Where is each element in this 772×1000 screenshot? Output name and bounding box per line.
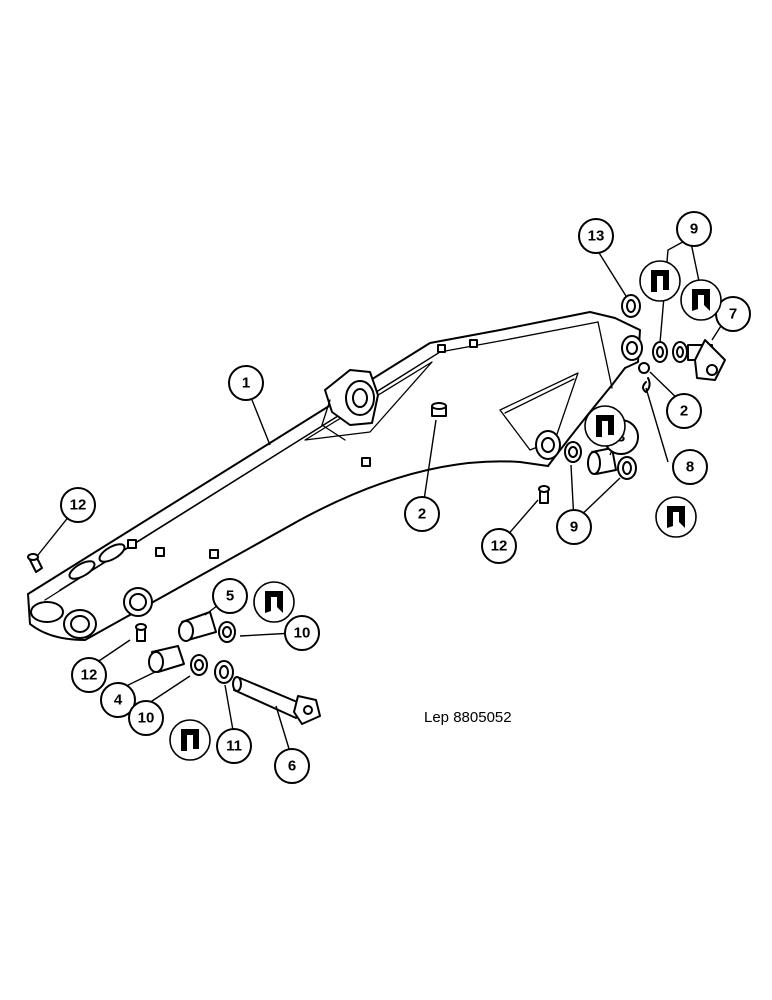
svg-text:13: 13 xyxy=(588,228,605,245)
callout-5: 5 xyxy=(212,578,248,614)
plug-2b xyxy=(638,362,650,374)
seal-orientation-icon xyxy=(169,719,211,761)
svg-text:10: 10 xyxy=(138,710,155,727)
bushing-4 xyxy=(148,645,185,673)
svg-text:4: 4 xyxy=(114,692,123,709)
pin-6 xyxy=(232,676,321,725)
svg-text:7: 7 xyxy=(729,306,737,323)
svg-text:9: 9 xyxy=(690,221,698,238)
svg-text:6: 6 xyxy=(288,758,296,775)
svg-text:9: 9 xyxy=(570,519,578,536)
seal-9-lower-left xyxy=(564,441,582,463)
callout-8: 8 xyxy=(672,449,708,485)
svg-text:12: 12 xyxy=(491,538,508,555)
callout-2a: 2 xyxy=(404,496,440,532)
callout-9a: 9 xyxy=(676,211,712,247)
callout-11: 11 xyxy=(216,728,252,764)
callout-12b: 12 xyxy=(481,528,517,564)
callout-6: 6 xyxy=(274,748,310,784)
boom-arm xyxy=(27,311,643,641)
grease-fitting-12b xyxy=(538,485,550,504)
svg-text:10: 10 xyxy=(294,625,311,642)
seal-11 xyxy=(214,660,234,684)
plug-2a xyxy=(431,402,447,417)
callout-12a: 12 xyxy=(60,487,96,523)
callout-10a: 10 xyxy=(284,615,320,651)
grease-fitting-12a xyxy=(27,553,43,573)
grease-fitting-12c xyxy=(135,623,147,642)
svg-text:2: 2 xyxy=(418,506,426,523)
bushing-5 xyxy=(178,611,217,642)
svg-text:12: 12 xyxy=(70,497,87,514)
callout-9b: 9 xyxy=(556,509,592,545)
svg-text:12: 12 xyxy=(81,667,98,684)
leader-lines xyxy=(37,237,729,753)
seal-orientation-icon xyxy=(680,279,722,321)
seal-10-lower xyxy=(190,654,208,676)
svg-text:8: 8 xyxy=(686,459,694,476)
callout-7: 7 xyxy=(715,296,751,332)
callout-10b: 10 xyxy=(128,700,164,736)
seal-orientation-icon xyxy=(253,581,295,623)
svg-text:11: 11 xyxy=(226,738,242,755)
lock-pin-8 xyxy=(642,377,651,393)
svg-text:2: 2 xyxy=(680,403,688,420)
callout-1: 1 xyxy=(228,365,264,401)
callout-2b: 2 xyxy=(666,393,702,429)
seal-13 xyxy=(621,294,641,318)
callout-13: 13 xyxy=(578,218,614,254)
seal-orientation-icon xyxy=(655,496,697,538)
svg-text:1: 1 xyxy=(242,375,250,392)
pin-7 xyxy=(687,339,726,381)
seal-9-lower-right xyxy=(617,456,637,480)
callout-4: 4 xyxy=(100,682,136,718)
svg-text:5: 5 xyxy=(226,588,234,605)
seal-orientation-icon xyxy=(639,260,681,302)
drawing-reference: Lep 8805052 xyxy=(424,709,512,726)
callout-12c: 12 xyxy=(71,657,107,693)
seal-orientation-icon xyxy=(584,405,626,447)
seals-9-upper xyxy=(652,341,688,363)
seal-10-upper xyxy=(218,621,236,643)
